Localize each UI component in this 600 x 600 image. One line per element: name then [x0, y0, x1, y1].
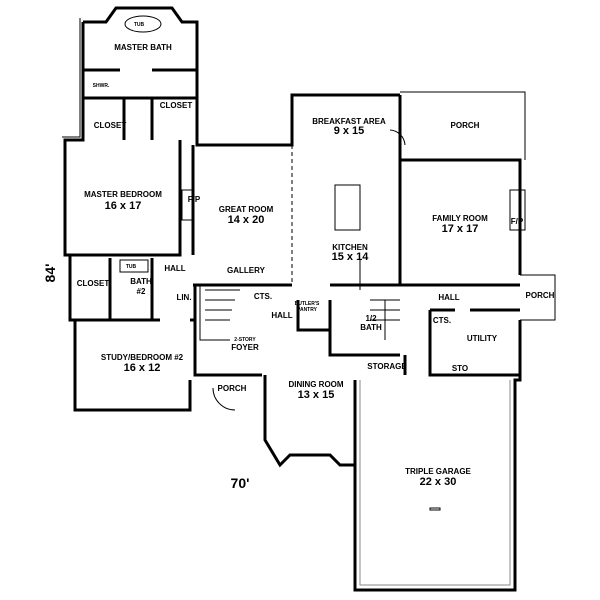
master-bedroom-label: MASTER BEDROOM: [84, 190, 162, 199]
tub-label: TUB: [134, 22, 145, 28]
foyer-label: 2-STORY: [234, 337, 256, 343]
overall-width: 70': [231, 475, 250, 491]
fireplace-1-label: F/P: [188, 195, 201, 204]
sto-label: STO: [452, 364, 468, 373]
garage-marker: [429, 507, 441, 511]
linen-label: LIN.: [176, 293, 191, 302]
cts-2-label: CTS.: [433, 316, 451, 325]
foyer-label-2: FOYER: [231, 343, 259, 352]
gallery-label: GALLERY: [227, 266, 266, 275]
hall-2-label: HALL: [271, 311, 292, 320]
half-bath-label-2: BATH: [360, 323, 382, 332]
hall-3-label: HALL: [438, 293, 459, 302]
bath-2-number: #2: [137, 287, 146, 296]
hall-1-label: HALL: [164, 264, 185, 273]
tub-2-fixture: [119, 259, 149, 273]
porch-front-label: PORCH: [218, 384, 247, 393]
study-size: 16 x 12: [124, 362, 161, 374]
tub-2-label: TUB: [126, 264, 137, 270]
family-room-label: FAMILY ROOM: [432, 214, 488, 223]
kitchen-size: 15 x 14: [332, 251, 370, 263]
overall-depth: 84': [42, 264, 58, 283]
storage-label: STORAGE: [367, 362, 407, 371]
fireplace-1-hearth: [181, 189, 195, 221]
garage-label: TRIPLE GARAGE: [405, 467, 471, 476]
dining-room-size: 13 x 15: [298, 389, 335, 401]
breakfast-label: BREAKFAST AREA: [312, 117, 386, 126]
fireplace-2-label: F/P: [511, 217, 524, 226]
porch-side-label: PORCH: [526, 291, 555, 300]
family-room-size: 17 x 17: [442, 223, 479, 235]
master-bath-label: MASTER BATH: [114, 43, 172, 52]
fixtures: [119, 15, 526, 586]
kitchen-label: KITCHEN: [332, 243, 368, 252]
butlers-pantry-label: BUTLER'S: [295, 301, 320, 307]
great-room-label: GREAT ROOM: [219, 205, 274, 214]
cts-1-label: CTS.: [254, 292, 272, 301]
tub-fixture: [124, 15, 162, 33]
fireplace-2-hearth: [509, 189, 526, 231]
bath-2-label: BATH: [130, 277, 152, 286]
great-room-size: 14 x 20: [228, 214, 265, 226]
kitchen-island: [334, 184, 361, 231]
study-label: STUDY/BEDROOM #2: [101, 353, 184, 362]
breakfast-size: 9 x 15: [334, 125, 365, 137]
utility-label: UTILITY: [467, 334, 498, 343]
walls: [62, 6, 556, 592]
master-bedroom-size: 16 x 17: [105, 200, 142, 212]
porch-rear-label: PORCH: [451, 121, 480, 130]
butlers-pantry-label-2: PANTRY: [297, 307, 318, 313]
closet-2-label: CLOSET: [160, 101, 193, 110]
closet-3-label: CLOSET: [77, 279, 110, 288]
half-bath-label: 1/2: [365, 314, 377, 323]
shower-label: SHWR.: [93, 83, 110, 89]
closet-1-label: CLOSET: [94, 121, 127, 130]
dining-room-label: DINING ROOM: [288, 380, 343, 389]
garage-size: 22 x 30: [420, 476, 457, 488]
